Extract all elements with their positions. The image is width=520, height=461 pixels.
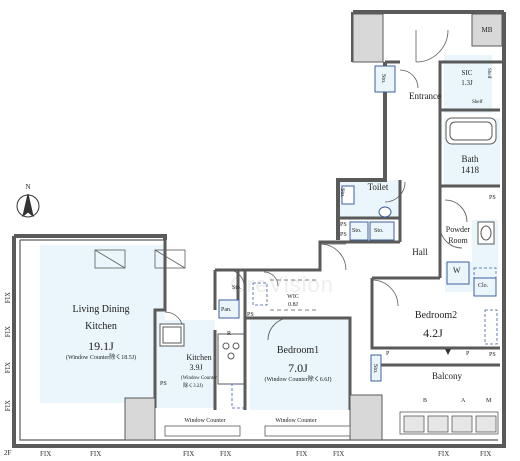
bedroom1-note: (Window Counter除く6.6J) (264, 377, 332, 383)
column-blocks (124, 13, 503, 441)
a-tag: A (461, 398, 466, 404)
r-tag: R (227, 331, 232, 337)
storage-boxes (218, 65, 497, 382)
ps-tag-1: PS (340, 222, 347, 228)
wic-name: WIC (287, 294, 299, 300)
dashed-lines (270, 279, 318, 311)
living-note: (Window Counter除く18.5J) (65, 355, 137, 361)
ceiling-fixtures (94, 249, 186, 269)
bathtub (445, 117, 497, 145)
entry-arrow (445, 349, 451, 355)
ps-tag-3: PS (247, 312, 254, 318)
kitchen-area: 3.9J (189, 363, 203, 372)
window-counter-label-1: Window Counter (184, 418, 226, 424)
w-tag: W (453, 266, 461, 275)
balcony-rails (403, 415, 497, 433)
living-area: 19.1J (88, 339, 114, 353)
floor-label: 2F (4, 449, 12, 457)
fix-bottom-8: FIX (480, 450, 492, 458)
powder-sink (477, 221, 495, 245)
powder-name: Powder (445, 225, 471, 234)
m-tag: M (486, 398, 492, 404)
sto-tag-entrance: Sto. (380, 74, 386, 84)
fix-left-4: FIX (4, 400, 12, 412)
hall-name: Hall (412, 247, 428, 257)
fix-bottom-3: FIX (183, 450, 195, 458)
entrance-name: Entrance (409, 91, 441, 101)
fix-left-2: FIX (4, 326, 12, 338)
pan-tag: Pan. (221, 307, 232, 313)
sto-tag-bedroom2: Sto. (372, 364, 378, 374)
fix-bottom-2: FIX (90, 450, 102, 458)
bedroom2-name: Bedroom2 (414, 310, 458, 321)
living-name-2: Kitchen (85, 321, 117, 332)
ps-tag-6: PS (160, 381, 167, 387)
fix-bottom-6: FIX (333, 450, 345, 458)
fix-left-1: FIX (4, 292, 12, 304)
sic-name: SIC (461, 69, 473, 77)
ps-tag-4: PS (489, 195, 496, 201)
kitchen-name: Kitchen (186, 353, 212, 362)
bath-size: 1418 (461, 165, 479, 175)
kitchen-note-1: (Window Counter (180, 376, 218, 381)
window-counter-label-2: Window Counter (275, 418, 317, 424)
bath-name: Bath (461, 154, 479, 164)
ps-tag-2: PS (340, 232, 347, 238)
fix-bottom-1: FIX (40, 450, 52, 458)
north-compass (16, 193, 40, 218)
living-name: Living Dining (72, 304, 130, 315)
doors (164, 29, 468, 341)
p-tag-1: P (386, 351, 390, 357)
toilet-name: Toilet (367, 182, 389, 192)
sic-shelf-side: Shelf (486, 68, 491, 79)
wic-area: 0.8J (288, 302, 298, 308)
bedroom1-name: Bedroom1 (276, 345, 320, 356)
bedroom1-area: 7.0J (288, 361, 308, 375)
toilet-fixture (341, 185, 392, 218)
sic-area: 1.3J (461, 79, 473, 87)
outer-wall-inner (19, 239, 498, 441)
b-tag: B (423, 398, 428, 404)
fix-bottom-7: FIX (438, 450, 450, 458)
sto-tag-toilet-1: Sto. (352, 228, 362, 234)
ps-tag-5: PS (489, 352, 496, 358)
kitchen-note-2: 除く3.2J) (183, 384, 203, 389)
north-label: N (25, 183, 31, 191)
fix-left-3: FIX (4, 362, 12, 374)
sto-tag-toilet-2: Sto. (374, 228, 384, 234)
fix-bottom-4: FIX (220, 450, 232, 458)
bedroom2-area: 4.2J (423, 326, 443, 340)
mb-name: MB (481, 26, 493, 34)
fix-bottom-5: FIX (296, 450, 308, 458)
watermark: CreVision (230, 272, 334, 297)
clo-tag: Clo. (478, 283, 489, 289)
window-counters (164, 411, 499, 437)
sto-tag-kitchen: Sto. (232, 285, 242, 291)
balcony-name: Balcony (432, 371, 462, 381)
outer-walls (12, 10, 506, 448)
p-tag-2: P (466, 351, 470, 357)
powder-name-2: Room (448, 236, 468, 245)
sto-tag-toilet-side: Sto. (339, 188, 345, 198)
sic-shelf-bottom: Shelf (472, 100, 483, 105)
